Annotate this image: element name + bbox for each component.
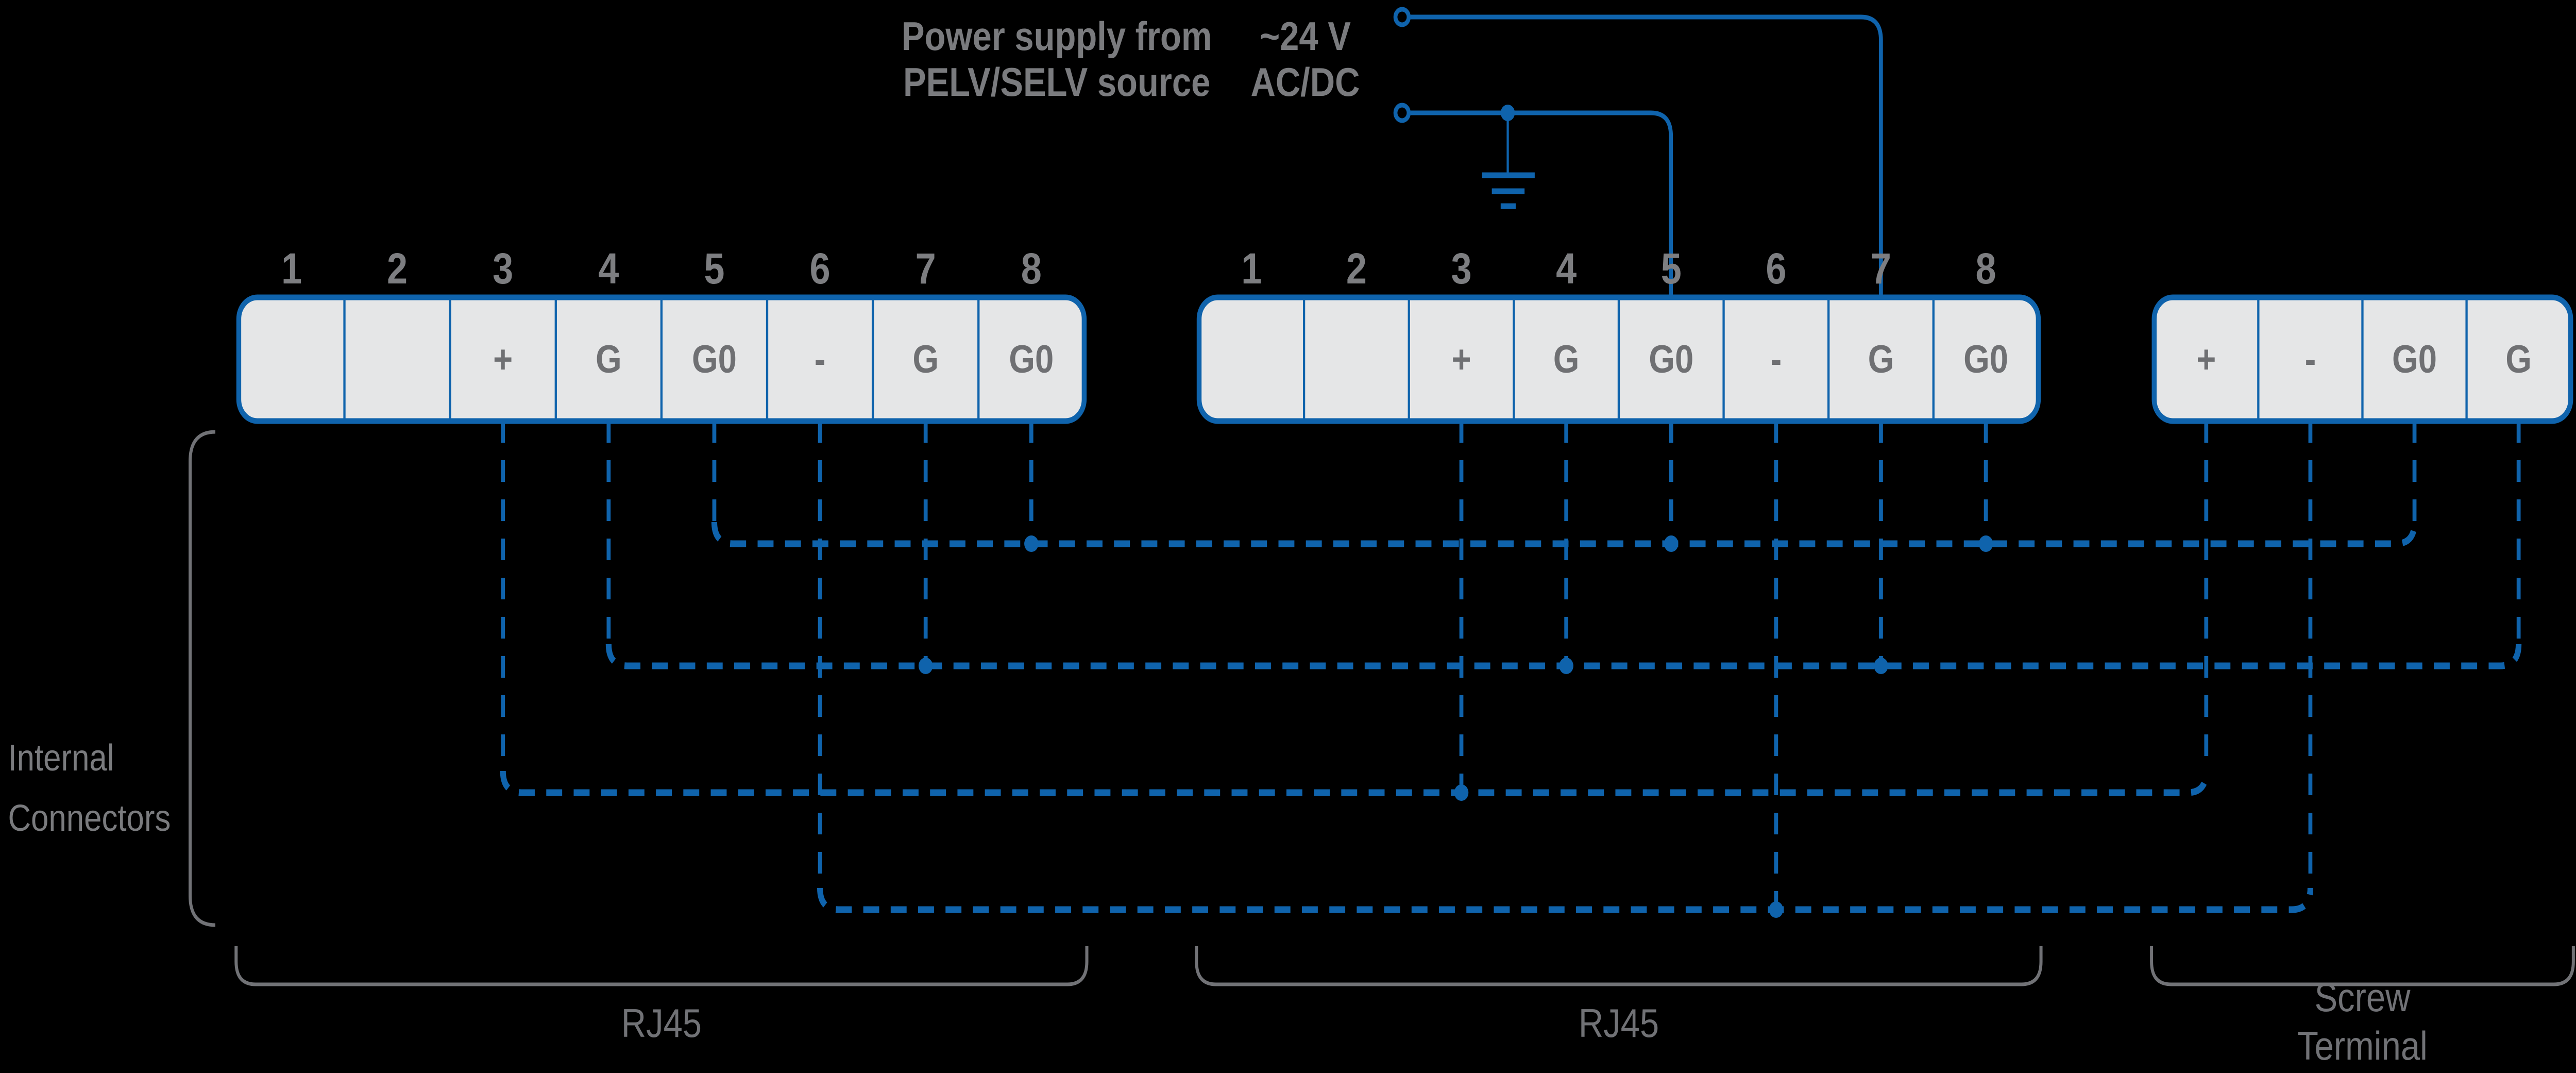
rj45_2-pin-number-8: 8 — [1976, 244, 1996, 293]
rj45_2-pin-number-5: 5 — [1661, 244, 1682, 293]
rj45_2-pin-label-5: G0 — [1649, 338, 1693, 381]
screw-pin-label-3: G0 — [2392, 338, 2437, 381]
net-plus-line — [500, 770, 2209, 796]
screw-pin-label-1: + — [2196, 338, 2216, 381]
rj45_2-pin-number-4: 4 — [1556, 244, 1577, 293]
rj45_1-pin-number-2: 2 — [387, 244, 408, 293]
rj45_1-pin-label-4: G — [596, 338, 622, 381]
power-supply-label-line2: PELV/SELV source — [903, 60, 1210, 105]
internal-connectors-label-line2: Connectors — [8, 798, 171, 839]
voltage-label-line1: ~24 V — [1260, 14, 1351, 59]
rj45_1-pin-number-3: 3 — [493, 244, 513, 293]
rj45_1-pin-number-1: 1 — [281, 244, 302, 293]
rj45_1-pin-label-5: G0 — [692, 338, 737, 381]
supply-terminal-2-icon — [1393, 103, 1411, 123]
net-G-junction-dot — [1874, 658, 1888, 674]
rj45_1-pin-number-4: 4 — [598, 244, 619, 293]
net-G-junction-dot — [918, 658, 933, 674]
rj45_1-caption: RJ45 — [621, 1001, 702, 1046]
rj45_2-pin-number-2: 2 — [1346, 244, 1367, 293]
screw-brace — [2150, 946, 2575, 986]
ground-symbol-icon — [1482, 113, 1535, 209]
internal-connectors-bracket — [189, 430, 216, 927]
rj45_1-pin-label-3: + — [493, 338, 513, 381]
supply-wire-1 — [1410, 14, 1883, 297]
net-G-junction-dot — [1559, 658, 1573, 674]
supply-terminal-1-icon — [1393, 7, 1411, 27]
net-G — [605, 421, 2522, 674]
rj45_2-pin-number-6: 6 — [1766, 244, 1786, 293]
rj45_1-pin-number-5: 5 — [704, 244, 724, 293]
net-G0-junction-dot — [1024, 535, 1039, 552]
screw-pin-label-2: - — [2305, 338, 2316, 381]
rj45_2-pin-label-6: - — [1771, 338, 1782, 381]
rj45_1-brace — [234, 946, 1089, 986]
internal-connectors-label-line1: Internal — [8, 737, 114, 779]
rj45_2-pin-number-1: 1 — [1241, 244, 1262, 293]
rj45_1-pin-number-8: 8 — [1021, 244, 1042, 293]
net-plus-junction-dot — [1454, 784, 1469, 801]
net-minus-line — [817, 887, 2314, 913]
screw-caption-line1: Screw — [2314, 975, 2410, 1020]
rj45_2-pin-label-7: G — [1868, 338, 1894, 381]
screw-pin-label-4: G — [2505, 338, 2532, 381]
net-G0-junction-dot — [1664, 535, 1679, 552]
rj45_1-pin-label-8: G0 — [1009, 338, 1054, 381]
net-G0-junction-dot — [1978, 535, 1993, 552]
screw-caption-line2: Terminal — [2297, 1024, 2428, 1068]
rj45_2-pin-label-4: G — [1553, 338, 1580, 381]
net-minus — [817, 421, 2314, 918]
supply-wire-2 — [1410, 110, 1673, 297]
rj45_1-pin-label-7: G — [912, 338, 939, 381]
net-minus-junction-dot — [1769, 901, 1784, 918]
net-plus — [500, 421, 2209, 801]
rj45_1-pin-number-7: 7 — [916, 244, 936, 293]
rj45_2-pin-number-3: 3 — [1451, 244, 1471, 293]
rj45_2-pin-label-3: + — [1451, 338, 1471, 381]
rj45_1-pin-number-6: 6 — [810, 244, 831, 293]
rj45_2-pin-number-7: 7 — [1871, 244, 1891, 293]
rj45_2-pin-label-8: G0 — [1963, 338, 2008, 381]
rj45_2-caption: RJ45 — [1579, 1001, 1659, 1046]
power-supply-wiring — [1393, 7, 1883, 297]
rj45_2-brace — [1195, 946, 2043, 986]
voltage-label-line2: AC/DC — [1250, 60, 1360, 105]
power-supply-label-line1: Power supply from — [902, 14, 1212, 59]
rj45_1-pin-label-6: - — [815, 338, 826, 381]
